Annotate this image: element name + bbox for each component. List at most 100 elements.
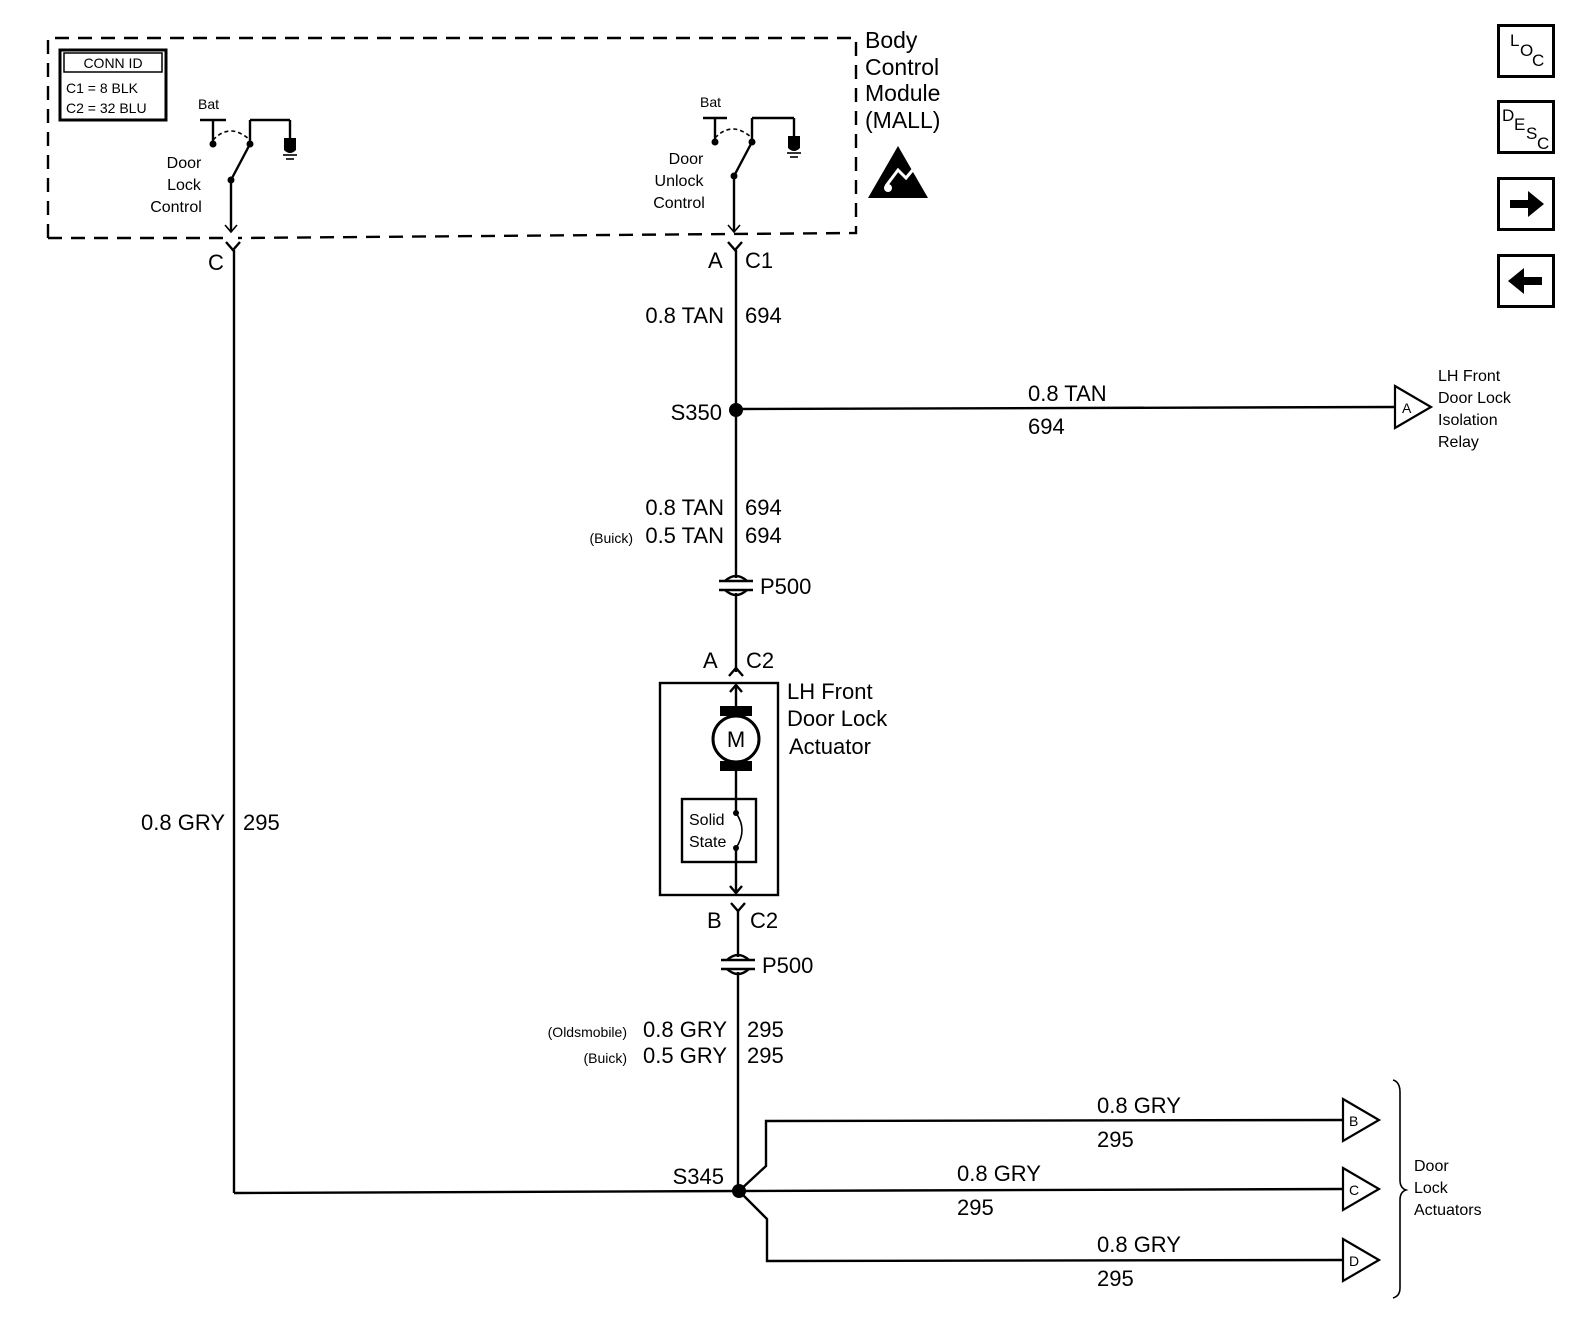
svg-text:Door Lock: Door Lock — [1438, 390, 1512, 407]
svg-text:C: C — [208, 250, 224, 275]
next-button[interactable] — [1497, 177, 1555, 231]
conn-id-row-c1: C1 = 8 BLK — [66, 80, 139, 96]
svg-text:C1: C1 — [745, 248, 773, 273]
wire-295-buick-label: 0.5 GRY — [643, 1043, 727, 1068]
solid-state-switch: Solid State — [680, 797, 758, 864]
bcm-title: Body Control Module (MALL) — [865, 27, 940, 133]
svg-text:Control: Control — [150, 199, 202, 216]
actuator-pin-b-c2: B C2 — [707, 902, 778, 933]
loc-letter-o: O — [1520, 41, 1534, 60]
desc-letter-d: D — [1502, 106, 1515, 125]
bcm-boundary — [46, 36, 858, 240]
previous-button[interactable] — [1497, 254, 1555, 308]
svg-text:Lock: Lock — [167, 177, 202, 194]
desc-letter-e: E — [1514, 115, 1526, 134]
svg-text:(MALL): (MALL) — [865, 107, 940, 133]
wire-694-lower-label: 0.8 TAN — [645, 495, 724, 520]
svg-text:Actuator: Actuator — [789, 734, 871, 759]
wire-295-olds-variant: (Oldsmobile) — [548, 1024, 627, 1040]
svg-text:C2: C2 — [746, 648, 774, 673]
description-button[interactable]: D E S C — [1497, 100, 1555, 154]
wire-295-left-label: 0.8 GRY — [141, 810, 225, 835]
door-unlock-control-switch: Bat Door Unlock Control — [653, 94, 801, 234]
actuator-pin-a-c2: A C2 — [703, 648, 774, 677]
svg-text:Relay: Relay — [1438, 434, 1479, 451]
svg-text:Door: Door — [167, 155, 202, 172]
door-lock-control-switch: Bat Door Lock Control — [150, 96, 297, 234]
conn-id-title: CONN ID — [83, 55, 142, 71]
loc-letter-l: L — [1510, 31, 1520, 50]
svg-text:Module: Module — [865, 80, 940, 106]
door-lock-actuators-brace — [1392, 1079, 1409, 1299]
loc-letter-c: C — [1532, 51, 1545, 70]
conn-id-box: CONN ID C1 = 8 BLK C2 = 32 BLU — [58, 48, 168, 122]
wire-295-buick-circuit: 295 — [747, 1043, 784, 1068]
splice-s345-label: S345 — [673, 1164, 724, 1189]
door-lock-actuators-label: Door Lock Actuators — [1414, 1158, 1482, 1219]
actuator-arrow-top — [729, 683, 743, 693]
actuator-arrow-bottom — [729, 885, 743, 895]
svg-text:Door: Door — [1414, 1158, 1449, 1175]
splice-s350 — [729, 403, 743, 417]
wire-295-b-circuit: 295 — [1097, 1127, 1134, 1152]
connector-p500-upper: P500 — [719, 574, 811, 599]
svg-text:Body: Body — [865, 27, 918, 53]
svg-text:Solid: Solid — [689, 812, 725, 829]
svg-text:Unlock: Unlock — [655, 173, 705, 190]
conn-id-row-c2: C2 = 32 BLU — [66, 100, 147, 116]
wire-295-branch-d — [738, 1190, 1344, 1263]
wire-295-d-label: 0.8 GRY — [1097, 1232, 1181, 1257]
svg-text:C2: C2 — [750, 908, 778, 933]
wire-694-upper-circuit: 694 — [745, 303, 782, 328]
svg-text:P500: P500 — [760, 574, 811, 599]
splice-s350-label: S350 — [671, 400, 722, 425]
wire-295-olds-circuit: 295 — [747, 1017, 784, 1042]
wire-694-branch-label: 0.8 TAN — [1028, 381, 1107, 406]
svg-text:Lock: Lock — [1414, 1180, 1449, 1197]
svg-text:LH Front: LH Front — [1438, 368, 1501, 385]
wire-694-branch-circuit: 694 — [1028, 414, 1065, 439]
svg-text:Door Lock: Door Lock — [787, 706, 888, 731]
wire-295-bottom — [233, 1189, 740, 1195]
svg-text:A: A — [1402, 400, 1412, 416]
svg-text:A: A — [703, 648, 718, 673]
svg-text:M: M — [727, 727, 745, 752]
wire-295-branch-c — [738, 1187, 1344, 1193]
bcm-pin-a-c1: A C1 — [708, 241, 773, 273]
wire-295-buick-variant: (Buick) — [583, 1050, 627, 1066]
wire-295-branch-b — [738, 1118, 1344, 1192]
actuator-title: LH Front Door Lock Actuator — [787, 679, 888, 759]
svg-text:P500: P500 — [762, 953, 813, 978]
wire-295-b-label: 0.8 GRY — [1097, 1093, 1181, 1118]
desc-letter-s: S — [1526, 124, 1538, 143]
ref-arrow-b: B — [1341, 1097, 1382, 1143]
svg-text:Actuators: Actuators — [1414, 1202, 1482, 1219]
wire-295-left-circuit: 295 — [243, 810, 280, 835]
svg-text:Door: Door — [669, 151, 704, 168]
ref-arrow-a: A — [1393, 384, 1434, 430]
wire-295-c-circuit: 295 — [957, 1195, 994, 1220]
location-button[interactable]: L O C — [1497, 24, 1555, 78]
wire-694-buick-circuit: 694 — [745, 523, 782, 548]
wire-295-c-label: 0.8 GRY — [957, 1161, 1041, 1186]
svg-text:A: A — [708, 248, 723, 273]
svg-text:D: D — [1349, 1253, 1359, 1269]
wire-694-branch — [735, 405, 1396, 411]
wire-295-d-circuit: 295 — [1097, 1266, 1134, 1291]
isolation-relay-label: LH Front Door Lock Isolation Relay — [1438, 368, 1512, 451]
wire-694-buick-variant: (Buick) — [589, 530, 633, 546]
ref-arrow-d: D — [1341, 1237, 1382, 1283]
esd-warning-icon — [868, 146, 928, 198]
svg-text:Control: Control — [653, 195, 705, 212]
connector-p500-lower: P500 — [721, 953, 813, 978]
svg-text:C: C — [1349, 1182, 1359, 1198]
svg-text:LH Front: LH Front — [787, 679, 873, 704]
desc-letter-c: C — [1537, 134, 1550, 153]
wire-295-olds-label: 0.8 GRY — [643, 1017, 727, 1042]
wire-694-lower-circuit: 694 — [745, 495, 782, 520]
wire-694-buick-label: 0.5 TAN — [645, 523, 724, 548]
arrow-left-icon — [1508, 268, 1542, 294]
arrow-right-icon — [1510, 191, 1544, 217]
svg-text:Control: Control — [865, 54, 939, 80]
